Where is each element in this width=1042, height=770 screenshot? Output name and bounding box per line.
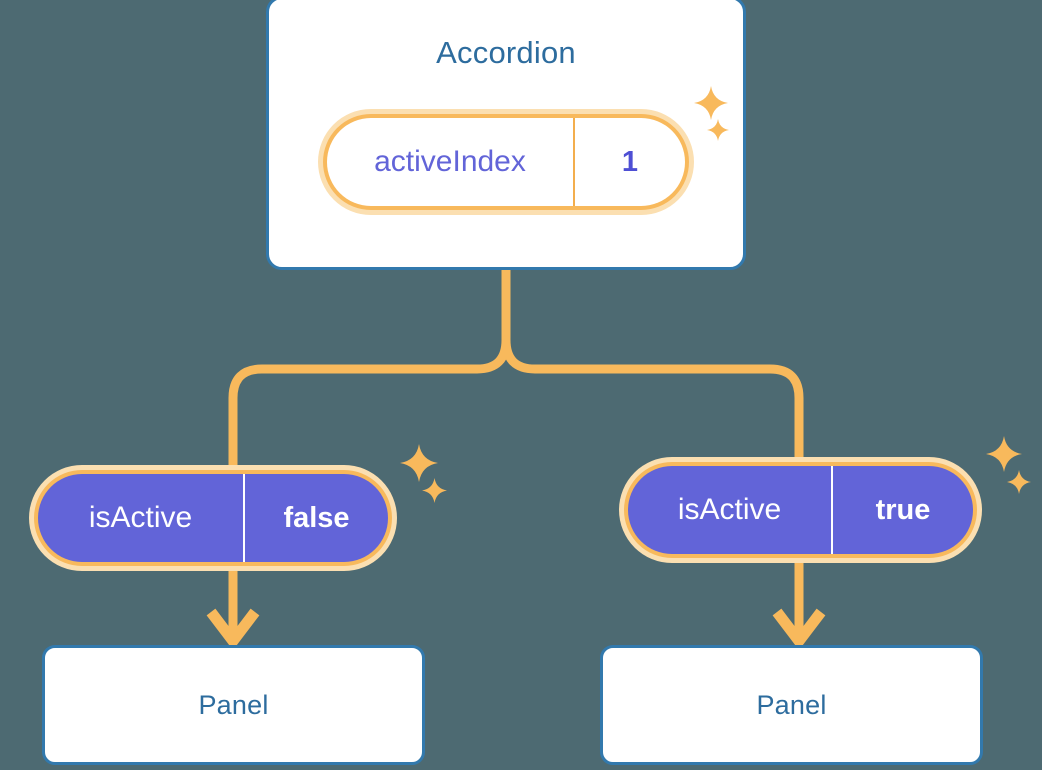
state-badge-inner: activeIndex 1 [327,118,685,206]
state-badge-is-active-left[interactable]: isActive false [29,465,397,571]
panel-component-card-right: Panel [600,645,983,765]
panel-title: Panel [198,690,269,720]
state-badge-value: true [875,493,931,526]
accordion-title: Accordion [436,35,576,70]
state-badge-value: false [283,501,350,534]
panel-title: Panel [756,690,827,720]
sparkle-icon [400,444,438,482]
state-badge-inner: isActive true [628,466,973,554]
state-badge-key: isActive [38,474,245,562]
state-badge-is-active-right[interactable]: isActive true [619,457,982,563]
sparkle-icon [986,436,1022,472]
state-badge-key: activeIndex [327,118,575,206]
sparkle-icon [1007,470,1031,494]
state-badge-key: isActive [628,466,833,554]
sparkle-icon [422,478,447,503]
state-badge-active-index[interactable]: activeIndex 1 [318,109,694,215]
panel-component-card-left: Panel [42,645,425,765]
state-badge-inner: isActive false [38,474,388,562]
state-badge-value: 1 [621,145,639,178]
